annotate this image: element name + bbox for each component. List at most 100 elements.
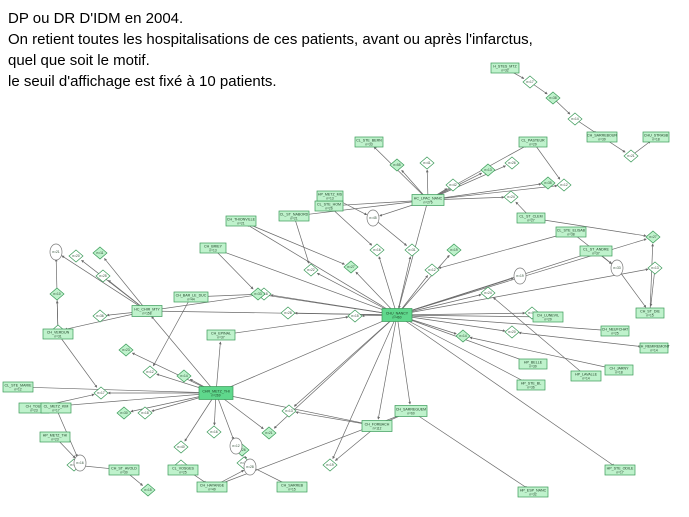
decision-shape bbox=[206, 425, 222, 439]
graph-edge bbox=[649, 267, 656, 307]
graph-edge bbox=[240, 220, 345, 265]
hospital-name: HP_STE_ODILE bbox=[607, 466, 634, 470]
decision-shape bbox=[504, 325, 520, 339]
hospital-box bbox=[394, 405, 428, 417]
caption-line-3: quel que soit le motif. bbox=[8, 52, 150, 69]
graph-edge bbox=[518, 331, 655, 349]
node-count-label: n=16 bbox=[76, 461, 83, 465]
hospital-count: n=13 bbox=[326, 196, 333, 200]
hospital-name: CL_ST_ANDRE bbox=[583, 247, 609, 251]
hospital-name: CH_HAYANGE bbox=[200, 483, 225, 487]
hospital-box bbox=[532, 311, 564, 323]
graph-edge bbox=[372, 217, 407, 246]
hospital-count: n=39 bbox=[598, 137, 605, 141]
decision-shape bbox=[347, 309, 363, 323]
graph-edge bbox=[316, 272, 398, 316]
node-count-label: n=24 bbox=[507, 195, 514, 199]
graph-edge bbox=[396, 314, 615, 467]
decision-shape bbox=[116, 406, 132, 420]
hospital-count: n=18 bbox=[615, 370, 622, 374]
state-node: n=45 bbox=[366, 209, 380, 227]
decision-node: n=21 bbox=[623, 149, 639, 163]
decision-shape bbox=[647, 261, 663, 275]
graph-edge bbox=[427, 184, 558, 201]
hospital-name: CL_METZ_KIM bbox=[44, 404, 69, 408]
hospital-box bbox=[411, 194, 445, 206]
hospital-box bbox=[40, 402, 72, 414]
hospital-count: n=29 bbox=[529, 142, 536, 146]
hospital-box bbox=[42, 328, 74, 340]
hospital-name: HP_METZ_THI bbox=[43, 433, 68, 437]
hospital-box bbox=[131, 305, 163, 317]
hospital-count: n=21 bbox=[290, 216, 297, 220]
decision-shape bbox=[419, 156, 435, 170]
decision-node: n=17 bbox=[93, 386, 109, 400]
hospital-name: HP_STE_BL bbox=[521, 381, 541, 385]
graph-edge bbox=[396, 256, 412, 316]
graph-edge bbox=[355, 271, 398, 316]
state-shape bbox=[610, 259, 624, 277]
decision-node: n=27 bbox=[645, 230, 661, 244]
hospital-name: CH_NEUFCHAT bbox=[602, 327, 629, 331]
graph-edge bbox=[61, 255, 148, 312]
hospital-name: HP_LAVALLE bbox=[575, 372, 598, 376]
decision-shape bbox=[545, 91, 561, 105]
hospital-name: CH_SARREBOUR bbox=[587, 133, 617, 137]
hospital-count: n=37 bbox=[592, 251, 599, 255]
node-count-label: n=31 bbox=[408, 248, 415, 252]
hospital-count: n=26 bbox=[325, 206, 332, 210]
decision-node: n=26 bbox=[504, 156, 520, 170]
hospital-box bbox=[196, 481, 228, 493]
node-count-label: n=55 bbox=[393, 163, 400, 167]
decision-shape bbox=[92, 246, 108, 260]
node-count-label: n=10 bbox=[53, 292, 60, 296]
hospital-box bbox=[518, 136, 548, 148]
decision-node: n=20 bbox=[504, 325, 520, 339]
graph-edge bbox=[246, 224, 398, 316]
graph-edge bbox=[220, 315, 349, 336]
node-count-label: n=12 bbox=[560, 183, 567, 187]
decision-shape bbox=[140, 483, 156, 497]
decision-shape bbox=[404, 243, 420, 257]
node-count-label: n=12 bbox=[232, 444, 239, 448]
hospital-count: n=44 bbox=[187, 297, 194, 301]
decision-node: n=42 bbox=[445, 178, 461, 192]
hospital-box bbox=[586, 131, 618, 143]
graph-edge bbox=[396, 311, 526, 316]
graph-edge bbox=[215, 392, 235, 440]
decision-node: n=11 bbox=[92, 246, 108, 260]
hospital-count: n=14 bbox=[582, 376, 589, 380]
hospital-count: n=12 bbox=[14, 387, 21, 391]
graph-edge bbox=[396, 268, 649, 316]
state-shape bbox=[49, 243, 63, 261]
graph-edge bbox=[396, 314, 609, 332]
node-count-label: n=17 bbox=[97, 391, 104, 395]
graph-edge bbox=[293, 314, 398, 407]
decision-node: n=12 bbox=[424, 263, 440, 277]
decision-shape bbox=[142, 365, 158, 379]
node-count-label: n=21 bbox=[52, 250, 59, 254]
graph-edge bbox=[212, 247, 254, 290]
graph-edge bbox=[530, 217, 647, 237]
node-count-label: n=11 bbox=[241, 461, 248, 465]
decision-node: n=40 bbox=[173, 440, 189, 454]
node-count-label: n=33 bbox=[613, 266, 620, 270]
hospital-box bbox=[516, 379, 546, 391]
hospital-count: n=460 bbox=[393, 315, 402, 319]
hospital-count: n=269 bbox=[212, 393, 221, 397]
decision-node: n=55 bbox=[389, 158, 405, 172]
graph-edge bbox=[219, 249, 398, 316]
decision-node: n=24 bbox=[480, 286, 496, 300]
state-node: n=12 bbox=[229, 437, 243, 455]
decision-node: n=15 bbox=[347, 309, 363, 323]
